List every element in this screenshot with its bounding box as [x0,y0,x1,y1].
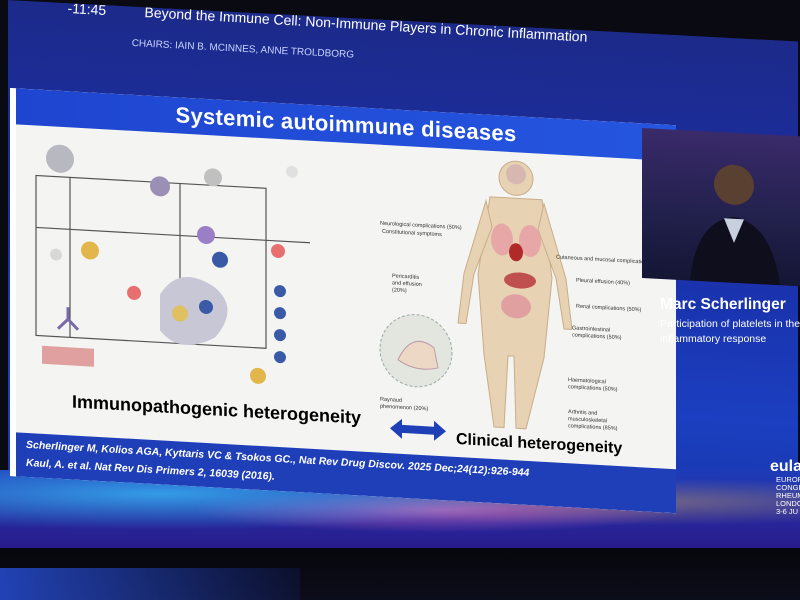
svg-text:Renal complications (50%): Renal complications (50%) [576,304,642,314]
plasma-dots-icon [286,165,298,178]
svg-text:and effusion: and effusion [392,280,422,288]
intestine-icon [501,294,531,319]
tfh-cell-icon [199,299,213,314]
speaker-silhouette [690,164,780,286]
heart-icon [509,243,523,262]
endothelial-cell-icon [42,345,94,367]
hand-icon [397,340,439,370]
keratinocyte-icon [204,168,222,187]
presentation-slide: Systemic autoimmune diseases [10,88,676,514]
neutrophil-icon [81,241,99,260]
svg-text:phenomenon (20%): phenomenon (20%) [380,404,428,413]
svg-text:Haematological: Haematological [568,377,606,385]
clinical-manifestations-figure: Neurological complications (50%) Constit… [379,160,656,432]
t-cell-red-icon [271,243,285,258]
svg-text:complications (50%): complications (50%) [572,332,622,341]
t-cell-icon [127,285,141,300]
apoptotic-cell-icon [46,144,74,173]
svg-text:Constitutional symptoms: Constitutional symptoms [382,229,442,238]
b-cell-icon [172,305,188,322]
lymph-node-shape [160,276,228,345]
floor-blue-light [0,568,300,600]
platelets-icon [50,248,62,261]
brain-icon [506,164,526,185]
svg-text:complications (85%): complications (85%) [568,423,618,432]
eular-congress-text: EUROPEAN CONGRESS RHEUMA LONDON 3-6 JU [776,475,800,516]
monocyte-icon [212,251,228,268]
svg-text:musculoskeletal: musculoskeletal [568,416,607,424]
liver-icon [504,272,536,289]
talk-title-line2: inflammatory response [660,333,767,345]
pdc-cell-icon [150,176,170,197]
speaker-video-feed [642,128,800,287]
speaker-name: Marc Scherlinger [660,296,786,313]
session-time: -11:45 [67,0,107,19]
svg-text:Cutaneous and mucosal complica: Cutaneous and mucosal complications (70%… [556,255,656,267]
lung-left-icon [491,223,513,256]
talk-title-line1: Participation of platelets in the [660,318,800,330]
svg-text:(20%): (20%) [392,287,407,294]
svg-text:complications (50%): complications (50%) [568,384,618,393]
eular-logo: eula [770,458,800,475]
svg-text:Raynaud: Raynaud [380,397,402,404]
svg-text:Pleural effusion (40%): Pleural effusion (40%) [576,278,630,287]
double-arrow-icon [390,418,446,441]
lung-right-icon [519,225,541,258]
svg-text:Pericarditis: Pericarditis [392,273,419,281]
immune-complex-icon [56,307,80,331]
svg-text:Arthritis and: Arthritis and [568,409,597,417]
svg-text:Gastrointestinal: Gastrointestinal [572,325,610,333]
immunopathogenesis-diagram [35,144,310,384]
dendritic-cell-icon [197,225,215,244]
svg-text:Neurological complications (50: Neurological complications (50%) [380,221,462,232]
plasma-cell-icon [250,367,266,384]
